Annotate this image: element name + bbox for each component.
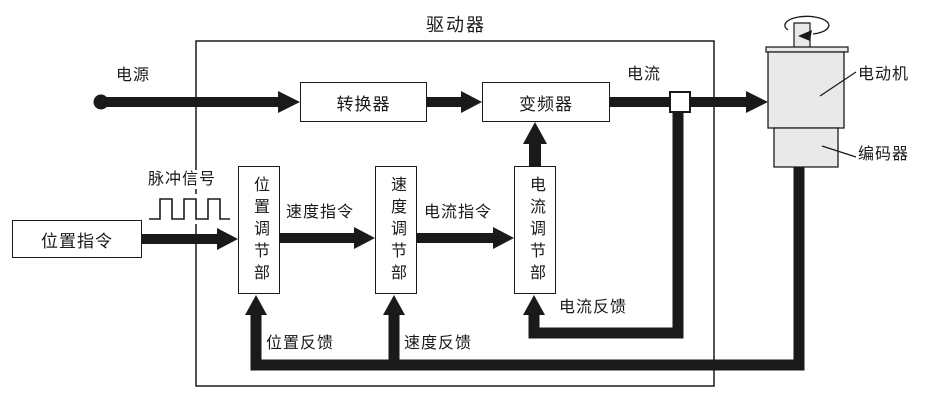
motor-supply-arrowhead xyxy=(746,91,768,113)
speed-regulator-block: 速度调节部 xyxy=(375,166,417,294)
rotation-arrow-arc xyxy=(785,16,829,34)
motor-body xyxy=(768,52,844,128)
position-feedback-arrowhead xyxy=(245,295,267,315)
current-feedback-arrowhead xyxy=(523,295,545,315)
current-feedback-label: 电流反馈 xyxy=(559,299,628,316)
current-feedback-line xyxy=(534,110,678,333)
converter-block: 转换器 xyxy=(300,82,427,122)
speed-command-label: 速度指令 xyxy=(286,204,355,221)
regulator-to-inverter-arrowhead xyxy=(523,122,547,144)
encoder-feedback-bus xyxy=(256,164,799,365)
current-command-arrowhead xyxy=(493,227,514,249)
driver-title: 驱动器 xyxy=(426,15,486,35)
speed-command-arrowhead xyxy=(354,227,375,249)
converter-to-inverter-arrowhead xyxy=(461,91,482,113)
encoder-label-pointer xyxy=(822,146,856,157)
motor-label-pointer xyxy=(820,72,856,96)
current-sensor-node xyxy=(670,92,690,112)
motor-label: 电动机 xyxy=(858,66,910,83)
position-regulator-block: 位置调节部 xyxy=(238,166,280,294)
position-command-block: 位置指令 xyxy=(12,220,142,258)
encoder-label: 编码器 xyxy=(858,146,910,163)
power-label: 电源 xyxy=(116,67,151,84)
position-command-arrowhead xyxy=(217,228,238,250)
motor-top-plate xyxy=(766,47,848,52)
current-command-label: 电流指令 xyxy=(424,204,493,221)
pulse-waveform xyxy=(149,199,230,219)
power-arrowhead xyxy=(278,91,300,113)
current-label: 电流 xyxy=(627,66,662,83)
speed-feedback-arrowhead xyxy=(383,295,405,315)
speed-feedback-label: 速度反馈 xyxy=(404,335,473,352)
pulse-signal-label: 脉冲信号 xyxy=(146,170,219,190)
power-source-dot xyxy=(93,94,109,110)
rotation-arrowhead xyxy=(798,30,812,41)
position-feedback-label: 位置反馈 xyxy=(266,335,335,352)
current-regulator-block: 电流调节部 xyxy=(514,166,556,294)
inverter-block: 变频器 xyxy=(482,82,610,122)
